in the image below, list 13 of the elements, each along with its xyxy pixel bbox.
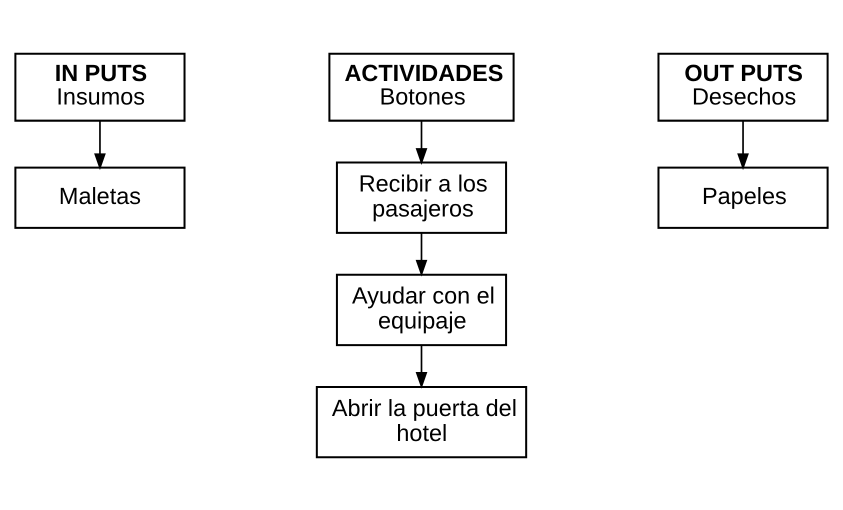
arrow — [416, 232, 428, 276]
node-box: Papeles — [657, 166, 829, 228]
node-box: ACTIVIDADES Botones — [328, 52, 515, 122]
arrow — [416, 344, 428, 388]
node-box: Abrir la puerta del hotel — [316, 385, 528, 458]
arrow — [737, 120, 749, 170]
node-box: Ayudar con el equipaje — [336, 273, 508, 346]
node-box: OUT PUTS Desechos — [657, 52, 829, 122]
node-box: Maletas — [14, 166, 186, 228]
arrow — [416, 120, 428, 164]
node-box: Recibir a los pasajeros — [336, 161, 508, 234]
arrow — [94, 120, 106, 170]
node-box: IN PUTS Insumos — [14, 52, 186, 122]
